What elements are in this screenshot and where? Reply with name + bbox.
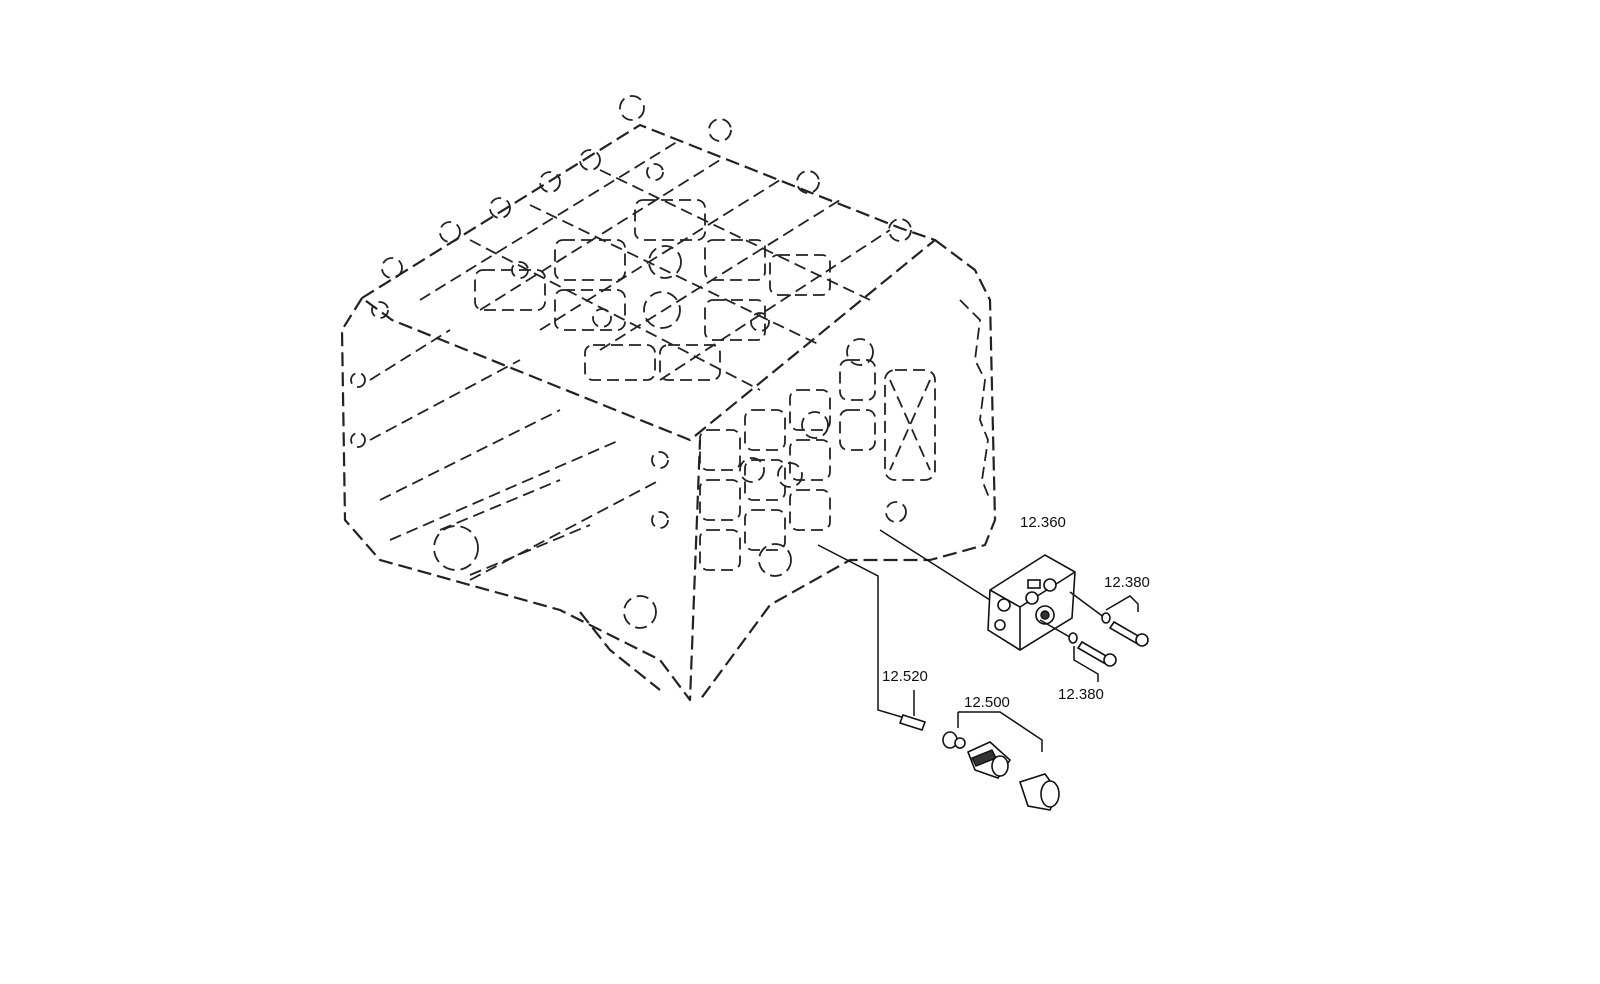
bolt-upper — [1101, 612, 1149, 647]
solenoid-valve-block — [987, 554, 1076, 651]
callout-sensor-group: 12.500 — [964, 694, 1010, 711]
sensor-assembly — [942, 731, 1060, 811]
callout-bolt-upper: 12.380 — [1104, 574, 1150, 591]
transmission-housing — [340, 95, 997, 702]
callout-bolt-lower: 12.380 — [1058, 686, 1104, 703]
callout-solenoid-block: 12.360 — [1020, 514, 1066, 531]
pin — [898, 714, 927, 731]
callout-pin: 12.520 — [882, 668, 928, 685]
bolt-lower — [1068, 632, 1117, 667]
